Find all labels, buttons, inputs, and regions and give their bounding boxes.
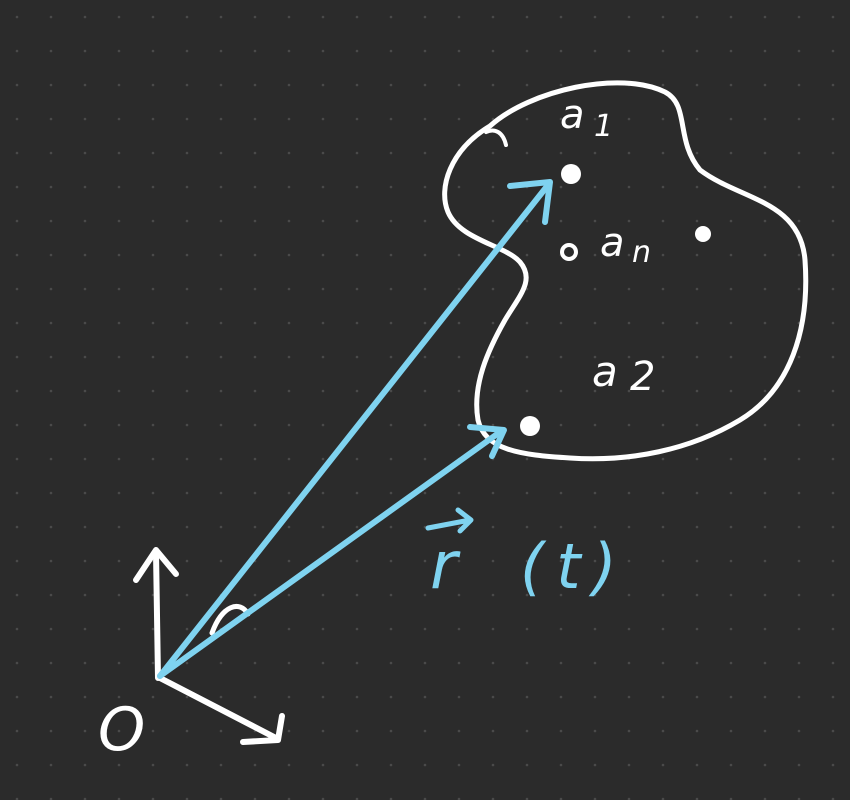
label-vector-argument: (t)	[520, 530, 629, 603]
label-a2-subscript: 2	[630, 354, 655, 400]
label-an-subscript: n	[632, 235, 651, 270]
label-vector-r-arrow	[425, 507, 474, 534]
vector-to-a1-arrowhead	[507, 179, 553, 225]
position-vectors	[157, 179, 553, 679]
particle-a2-dot	[520, 416, 540, 436]
label-vector-r: r	[430, 527, 461, 604]
axis-down-right-arrowhead	[240, 713, 285, 745]
angle-arc	[209, 603, 251, 636]
particle-an-right-dot	[695, 226, 711, 242]
vector-to-a1	[157, 182, 551, 679]
particle-a1-dot	[561, 164, 581, 184]
axis-up-arrowhead	[133, 547, 179, 583]
label-a1: a	[560, 92, 585, 138]
region-tick-mark	[484, 128, 508, 147]
vector-to-a2-arrowhead	[467, 424, 507, 459]
axis-up	[153, 549, 161, 681]
label-a1-subscript: 1	[594, 109, 613, 144]
axis-down-right	[157, 675, 279, 741]
particle-an-left-dot	[560, 243, 578, 261]
label-origin: O	[98, 695, 145, 765]
region-outline	[442, 80, 809, 462]
label-a2: a	[592, 347, 618, 396]
label-an: a	[600, 220, 625, 266]
coordinate-axes	[133, 547, 285, 745]
vector-to-a2	[157, 429, 503, 679]
